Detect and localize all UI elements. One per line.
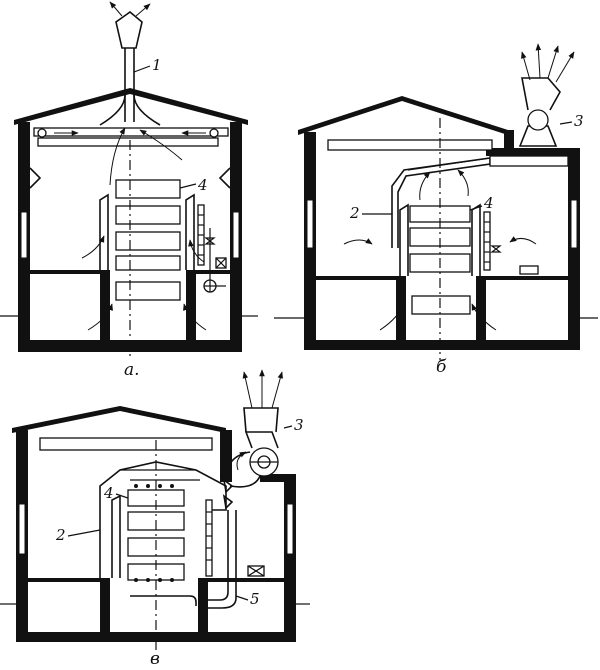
fan-callout-b: 3 <box>574 112 584 130</box>
charge-load-a <box>115 179 181 301</box>
charge-load-v <box>127 479 200 582</box>
figure-v-caption: в <box>150 649 160 669</box>
fan-callout-v: 3 <box>294 416 304 434</box>
exhaust-pipe-a <box>124 48 135 122</box>
figure-a: 1 4 а. <box>0 1 258 380</box>
figure-v: 2 3 4 5 в <box>0 369 310 669</box>
fan-v <box>225 369 284 488</box>
fan-b <box>518 43 575 147</box>
charge-load-callout-v: 4 <box>103 484 114 502</box>
figure-a-caption: а. <box>124 360 140 380</box>
pipe-v <box>208 510 237 609</box>
pipe-callout-v: 5 <box>250 590 260 608</box>
figure-b-caption: б <box>436 357 447 377</box>
figure-b: 2 3 4 б <box>274 43 598 377</box>
exhaust-pipe-callout: 1 <box>152 56 162 74</box>
charge-load-callout: 4 <box>197 176 208 194</box>
roof-a <box>14 88 248 125</box>
hood-callout-v: 2 <box>55 526 66 544</box>
hood-callout-b: 2 <box>349 204 360 222</box>
charge-load-callout-b: 4 <box>483 194 494 212</box>
